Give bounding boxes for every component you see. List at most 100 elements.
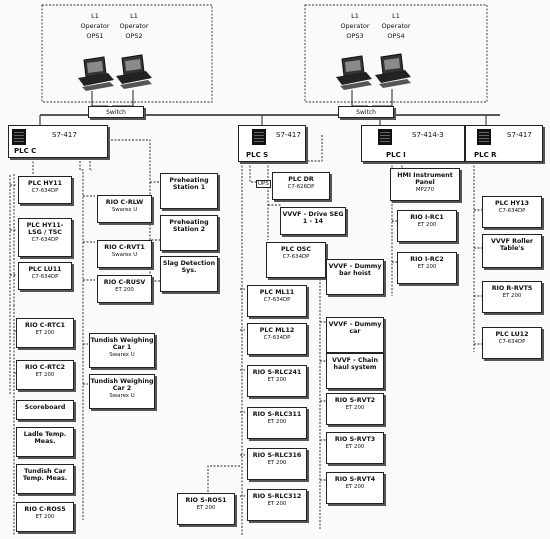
plc-osc-node-subtitle: C7-634DP — [282, 254, 310, 260]
plc-i-rio-subtitle: ET 200 — [417, 264, 437, 270]
tundish-weighing-car-subtitle: Swarex U — [109, 352, 135, 358]
plc-s-vvvf-node-title: VVVF - Dummy bar hoist — [328, 263, 382, 277]
workstation-icon — [336, 55, 372, 90]
plc-s-node-subtitle: ET 200 — [267, 460, 287, 466]
plc-c-rio-subtitle: Swarex U — [111, 252, 138, 258]
workstation-icon — [78, 56, 114, 91]
plc-c-rio-title: RIO C-RLW — [105, 199, 144, 206]
operator-id-label: OPS2 — [125, 32, 143, 40]
plc-c-station-title: Preheating Station 1 — [169, 177, 209, 191]
connector-line — [351, 90, 368, 107]
plc-s-node-title: RIO S-RLC316 — [252, 452, 302, 459]
hmi-panel-subtitle: MP270 — [415, 187, 435, 193]
plc-s-node-title: RIO S-RLC311 — [252, 411, 302, 418]
operator-group-left — [41, 4, 213, 103]
plc-name-label: PLC R — [474, 151, 497, 159]
plc-c-device: Scoreboard — [16, 400, 74, 420]
plc-rack-icon — [252, 129, 266, 145]
plc-name-label: PLC I — [386, 151, 406, 159]
connector-line — [89, 140, 92, 171]
plc-header-box — [238, 125, 306, 162]
plc-c-device-title: RIO C-RTC1 — [25, 322, 65, 329]
operator-role-label: Operator — [340, 22, 370, 30]
plc-model-label: S7-417 — [276, 131, 301, 139]
plc-c-device-title: Tundish Car Temp. Meas. — [22, 468, 68, 482]
plc-s-vvvf-node-subtitle: ET 200 — [345, 484, 365, 490]
plc-dr-node-title: PLC DR — [288, 176, 314, 183]
operator-role-label: Operator — [381, 22, 411, 30]
plc-c-rio-subtitle: Swarex U — [111, 207, 138, 213]
plc-s-node-title: RIO S-RLC241 — [252, 369, 302, 376]
plc-c-device-title: Scoreboard — [24, 404, 66, 411]
plc-s-node-subtitle: C7-634DP — [263, 335, 291, 341]
plc-rack-icon — [477, 129, 491, 145]
plc-i-rio-subtitle: ET 200 — [417, 222, 437, 228]
plc-r-node-subtitle: C7-634DP — [498, 208, 526, 214]
plc-s-node-subtitle: C7-634DP — [263, 297, 291, 303]
operator-role-label: Operator — [80, 22, 110, 30]
plc-name-label: PLC C — [14, 147, 37, 155]
vvvf-drive-node: VVVF - Drive SEG 1 - 14 — [280, 207, 346, 235]
connector-line — [372, 89, 393, 107]
plc-rack-icon — [12, 129, 26, 145]
plc-name-label: PLC S — [246, 151, 269, 159]
plc-c-station-title: Slag Detection Sys. — [162, 260, 216, 274]
connector-line — [79, 140, 84, 520]
hmi-panel-title: HMI Instrument Panel — [397, 172, 453, 186]
plc-dr-node-subtitle: C7-626DP — [287, 184, 315, 190]
plc-c-device-subtitle: ET 200 — [35, 514, 55, 520]
plc-c-node-title: PLC HY11- LSG / TSC — [26, 222, 64, 236]
connector-line — [207, 465, 240, 495]
plc-s-vvvf-node-subtitle: ET 200 — [345, 405, 365, 411]
plc-rack-icon — [378, 129, 392, 145]
connector-line — [249, 162, 262, 183]
plc-c-device-subtitle: ET 200 — [35, 372, 55, 378]
plc-r-node-title: RIO R-RVT5 — [491, 285, 533, 292]
plc-s-node-title: RIO S-RLC312 — [252, 493, 302, 500]
tundish-weighing-car-subtitle: Swarex U — [109, 393, 135, 399]
plc-c-device-title: RIO C-ROS5 — [24, 506, 66, 513]
plc-model-label: S7-417 — [507, 131, 532, 139]
plc-s-vvvf-node-subtitle: ET 200 — [345, 444, 365, 450]
ups-label: UPS — [256, 180, 271, 188]
plc-s-vvvf-node: VVVF - Chain haul system — [326, 353, 384, 389]
plc-c-device-title: RIO C-RTC2 — [25, 364, 65, 371]
operator-id-label: OPS3 — [346, 32, 364, 40]
plc-c-station: Preheating Station 2 — [160, 215, 218, 251]
plc-c-rio-title: RIO C-RUSV — [103, 279, 146, 286]
plc-model-label: S7-414-3 — [412, 131, 444, 139]
plc-s-rio-ros1-subtitle: ET 200 — [196, 505, 216, 511]
tundish-weighing-car-title: Tundish Weighing Car 1 — [90, 337, 154, 351]
plc-s-node-subtitle: ET 200 — [267, 501, 287, 507]
plc-c-node-subtitle: C7-634DP — [31, 274, 59, 280]
plc-model-label: S7-417 — [52, 131, 77, 139]
plc-c-rio-title: RIO C-RVT1 — [104, 244, 145, 251]
plc-s-node-title: PLC ML12 — [259, 327, 295, 334]
plc-c-device: Tundish Car Temp. Meas. — [16, 464, 74, 494]
plc-c-rio-subtitle: ET 200 — [115, 287, 134, 293]
plc-osc-node-title: PLC OSC — [281, 246, 311, 253]
tundish-weighing-car-title: Tundish Weighing Car 2 — [90, 378, 154, 392]
